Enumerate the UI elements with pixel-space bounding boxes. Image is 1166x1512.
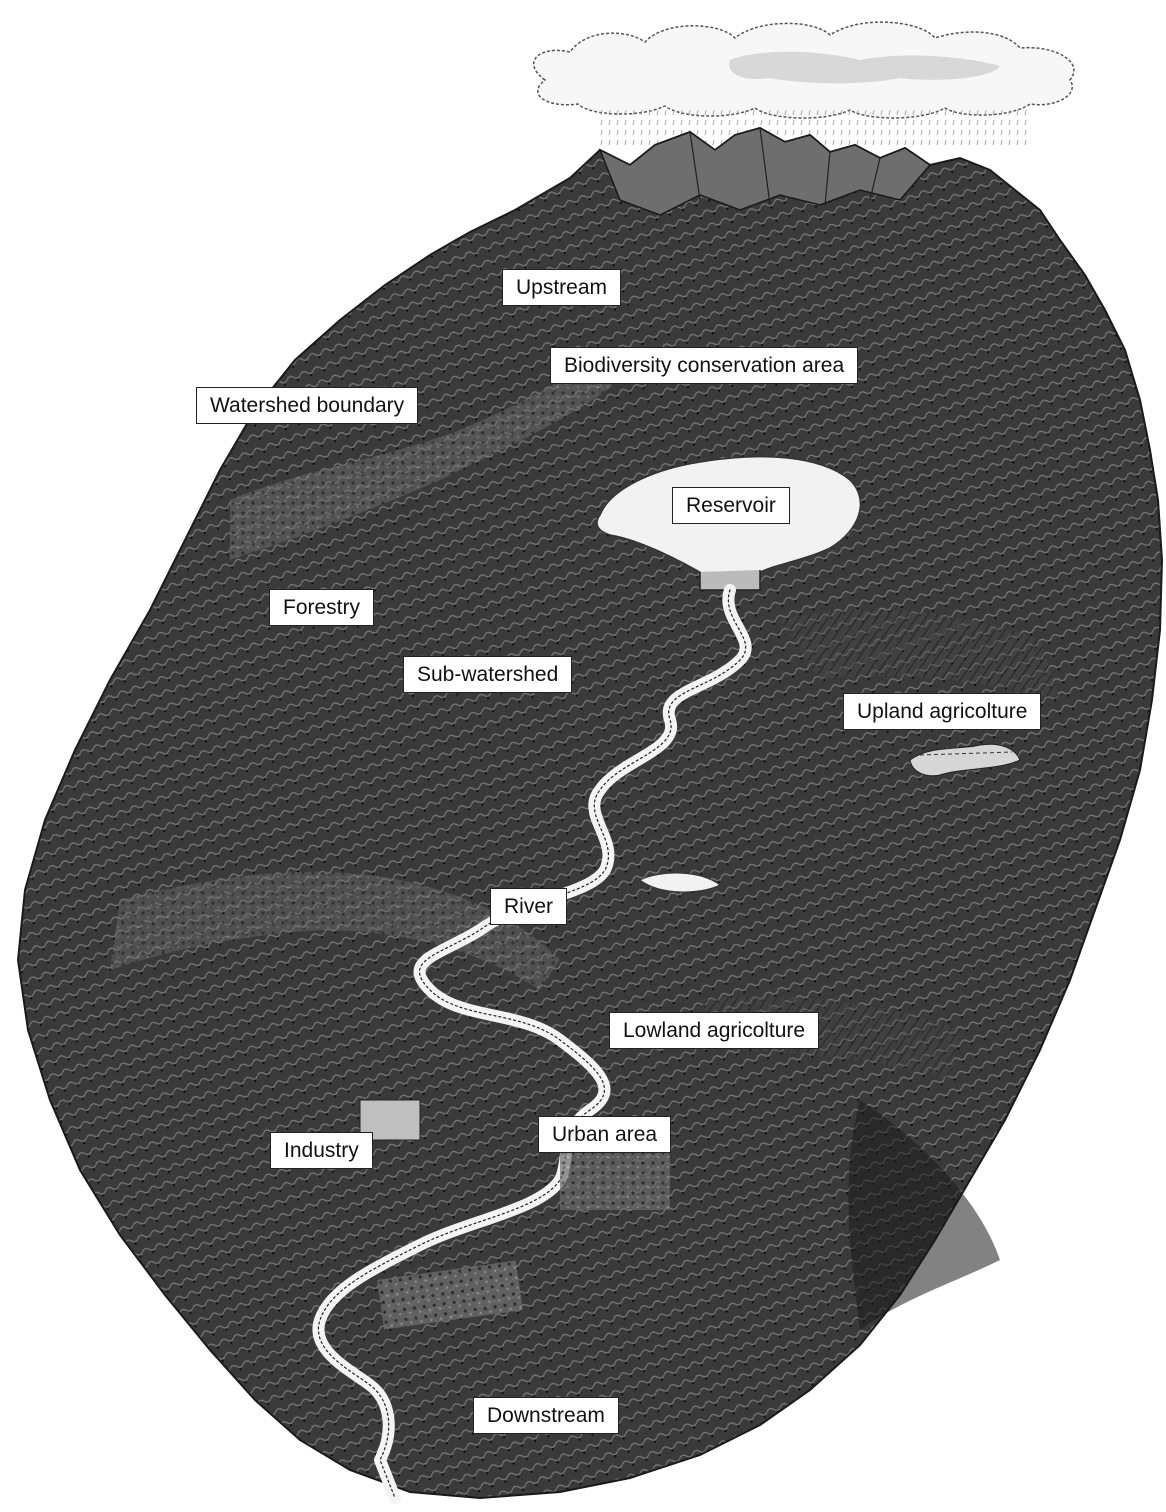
urban-area-label: Urban area (538, 1116, 671, 1153)
sub-watershed-label: Sub-watershed (403, 656, 572, 693)
forestry-label: Forestry (269, 589, 374, 626)
biodiversity-conservation-area-label: Biodiversity conservation area (550, 347, 858, 384)
downstream-label: Downstream (473, 1397, 619, 1434)
upstream-label: Upstream (502, 269, 621, 306)
river-label: River (490, 888, 567, 925)
watershed-boundary-label: Watershed boundary (196, 387, 418, 424)
upland-agriculture-label: Upland agricolture (843, 693, 1041, 730)
industry-label: Industry (270, 1132, 373, 1169)
rain-cloud-icon (534, 22, 1074, 148)
lowland-agriculture-label: Lowland agricolture (609, 1012, 819, 1049)
reservoir-label: Reservoir (672, 487, 790, 524)
